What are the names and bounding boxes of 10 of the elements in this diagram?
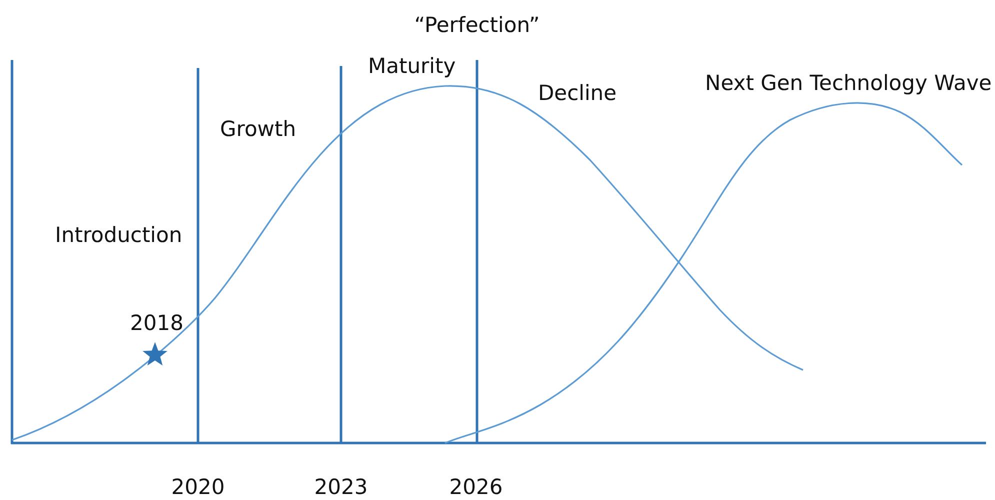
- stage-label: 2023: [314, 474, 368, 500]
- stage-label: Growth: [220, 116, 296, 142]
- stage-label: “Perfection”: [414, 12, 540, 38]
- stage-label: 2018: [130, 310, 184, 336]
- stage-label: Decline: [538, 80, 617, 106]
- stage-label: 2020: [171, 474, 225, 500]
- stage-label: Next Gen Technology Wave: [705, 70, 992, 96]
- stage-label: 2026: [449, 474, 503, 500]
- stage-label: Maturity: [368, 53, 456, 79]
- stage-label: Introduction: [55, 222, 182, 248]
